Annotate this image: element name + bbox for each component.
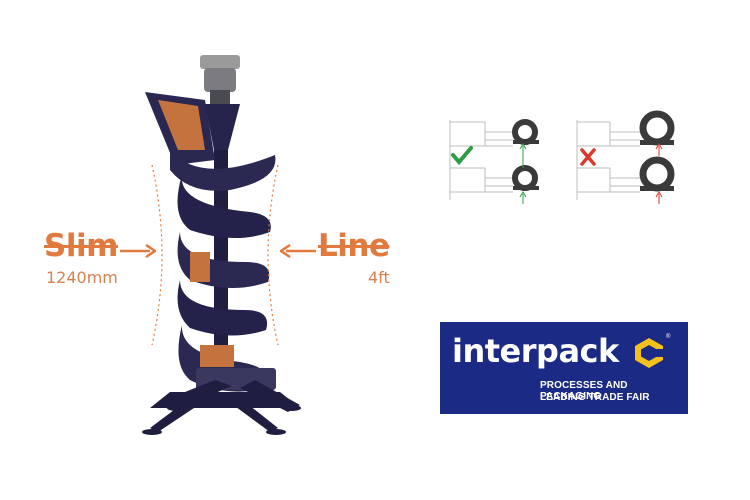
registered-mark: ® (666, 334, 671, 340)
correct-panel (449, 119, 539, 204)
spiral-tier (170, 150, 276, 191)
cross-icon (580, 148, 596, 166)
line-label: Line (318, 228, 390, 264)
top-funnel (205, 104, 240, 150)
product-box (190, 252, 210, 282)
motor-body (204, 68, 236, 92)
motor-neck (210, 90, 230, 104)
foot-pad (283, 405, 301, 411)
guide-curve-left (151, 164, 163, 346)
slim-dimension: 1240mm (46, 268, 118, 287)
arrow-right-icon (120, 244, 156, 258)
foot-pad (167, 405, 185, 411)
base-leg (240, 380, 300, 412)
incorrect-panel (576, 110, 675, 204)
foot-pad (142, 429, 162, 435)
base-leg (150, 398, 200, 432)
product-box (158, 100, 205, 150)
logo-tagline-2: LEADING TRADE FAIR (540, 392, 650, 403)
logo-mark-icon (635, 338, 664, 368)
slim-label: Slim (44, 228, 118, 264)
logo-wordmark: interpack (452, 332, 619, 370)
interpack-logo: interpack ® PROCESSES AND PACKAGING LEAD… (440, 322, 688, 414)
guide-curve-right (267, 164, 279, 346)
base-leg (232, 398, 278, 432)
arrow-left-icon (280, 244, 316, 258)
spiral-conveyor-illustration (142, 55, 301, 435)
foot-pad (266, 429, 286, 435)
line-dimension: 4ft (368, 268, 390, 287)
check-icon (451, 146, 473, 166)
product-box (200, 345, 234, 367)
spiral-tier (177, 280, 268, 336)
roller-comparison-diagram (449, 110, 675, 204)
logo-tagline-1: PROCESSES AND PACKAGING (540, 380, 628, 402)
base-leg (160, 380, 232, 410)
slim-guide-curves (151, 164, 279, 346)
spiral-tier (177, 175, 271, 239)
motor-cap (200, 55, 240, 69)
